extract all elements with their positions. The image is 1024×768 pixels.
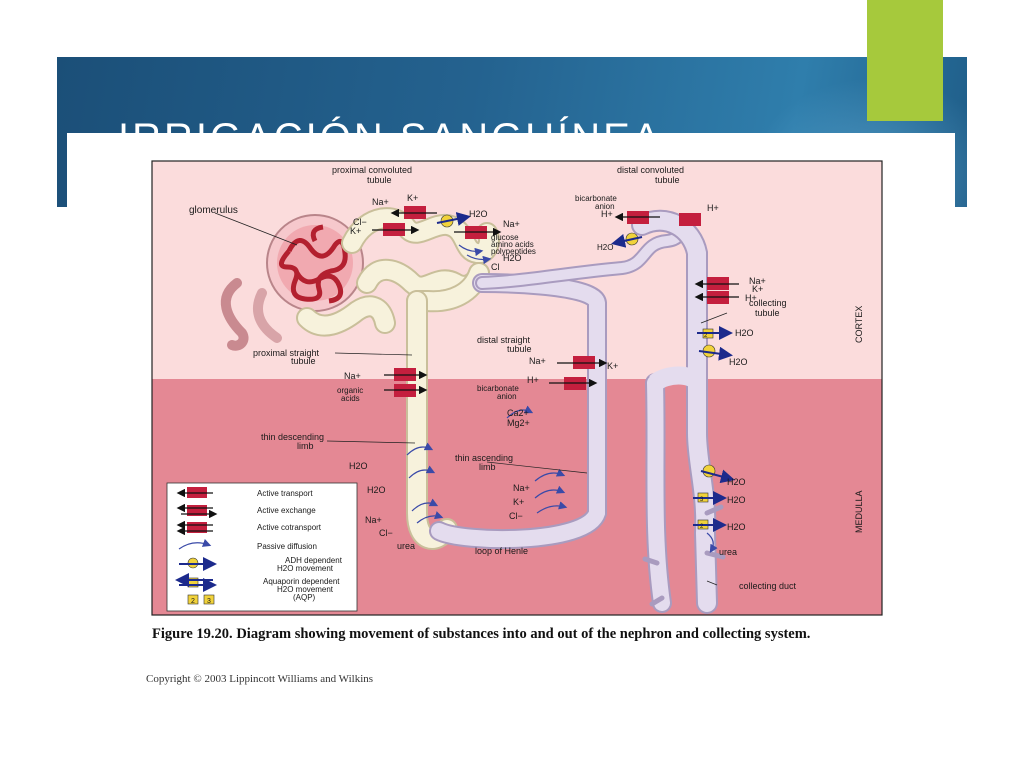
- ion-h2o-5: H2O: [729, 357, 748, 367]
- label-proximal-straight-2: tubule: [291, 356, 316, 366]
- ion-k-4: K+: [607, 361, 618, 371]
- leader-lines: [326, 312, 728, 586]
- legend-aquaporin: Aquaporin dependent: [263, 577, 340, 586]
- ion-h2o-7: H2O: [367, 485, 386, 495]
- ion-k-3: K+: [752, 284, 763, 294]
- ion-h-4: H+: [527, 375, 539, 385]
- label-distal-straight-1: distal straight: [477, 335, 531, 345]
- ion-h-2: H+: [707, 203, 719, 213]
- ion-cl-2: Cl: [491, 262, 500, 272]
- ion-ca: Ca2+: [507, 408, 529, 418]
- label-distal-convoluted-1: distal convoluted: [617, 165, 684, 175]
- ion-h2o-3: H2O: [597, 243, 613, 252]
- legend-aqp: (AQP): [293, 593, 316, 602]
- aqp-badge-3: 2: [700, 524, 704, 530]
- ion-cl-1: Cl−: [353, 217, 367, 227]
- legend-active-exchange: Active exchange: [257, 506, 316, 515]
- legend-box: [166, 482, 358, 612]
- label-amino-acids: amino acids: [491, 240, 534, 249]
- ion-k-2: K+: [350, 226, 361, 236]
- ion-na-7: Na+: [513, 483, 530, 493]
- label-organic-acids-1: organic: [337, 386, 363, 395]
- ion-na-2: Na+: [503, 219, 520, 229]
- label-polypeptides: polypeptides: [491, 247, 536, 256]
- label-glomerulus: glomerulus: [189, 205, 238, 216]
- label-cortex: CORTEX: [854, 306, 864, 343]
- label-proximal-straight-1: proximal straight: [253, 348, 320, 358]
- ion-mg: Mg2+: [507, 418, 530, 428]
- diagram-frame: [151, 160, 883, 616]
- label-bicarbonate-mid-1: bicarbonate: [477, 384, 519, 393]
- label-collecting-duct: collecting duct: [739, 581, 797, 591]
- ion-h-1: H+: [601, 209, 613, 219]
- label-distal-convoluted-2: tubule: [655, 175, 680, 185]
- aqp-badge-2: 3: [700, 497, 704, 503]
- label-glucose: glucose: [491, 233, 519, 242]
- ion-cl-3: Cl−: [379, 528, 393, 538]
- label-loop-of-henle: loop of Henle: [475, 546, 528, 556]
- ion-h-3: H+: [745, 293, 757, 303]
- label-proximal-convoluted-2: tubule: [367, 175, 392, 185]
- legend: 2 3 Active transport Active exchange Act…: [166, 482, 358, 612]
- aqp-badge-1: 2: [704, 333, 708, 339]
- label-distal-straight-2: tubule: [507, 344, 532, 354]
- figure-caption: Figure 19.20. Diagram showing movement o…: [152, 626, 912, 643]
- passive-diffusion-arrows: [406, 244, 718, 554]
- label-bicarbonate-top-1: bicarbonate: [575, 194, 617, 203]
- label-organic-acids-2: acids: [341, 394, 360, 403]
- label-collecting-tubule-1: collecting: [749, 298, 787, 308]
- legend-passive-diffusion: Passive diffusion: [257, 542, 317, 551]
- label-thin-descending-1: thin descending: [261, 432, 324, 442]
- nephron-diagram: proximal convoluted tubule distal convol…: [151, 160, 883, 616]
- label-medulla: MEDULLA: [854, 490, 864, 533]
- ion-h2o-1: H2O: [469, 209, 488, 219]
- ion-h2o-6: H2O: [349, 461, 368, 471]
- ion-na-1: Na+: [372, 197, 389, 207]
- legend-adh-h2o: H2O movement: [277, 564, 334, 573]
- label-bicarbonate-mid-2: anion: [497, 392, 517, 401]
- accent-bar: [867, 0, 943, 121]
- caption-figure-number: Figure 19.20.: [152, 626, 233, 642]
- figure-panel: proximal convoluted tubule distal convol…: [67, 133, 955, 693]
- ion-urea-1: urea: [397, 541, 415, 551]
- ion-na-3: Na+: [749, 276, 766, 286]
- label-thin-ascending-1: thin ascending: [455, 453, 513, 463]
- copyright-notice: Copyright © 2003 Lippincott Williams and…: [146, 673, 374, 685]
- transport-pumps: [372, 206, 739, 397]
- legend-adh-dependent: ADH dependent: [285, 556, 343, 565]
- ion-na-4: Na+: [529, 356, 546, 366]
- ion-na-5: Na+: [344, 371, 361, 381]
- ion-na-6: Na+: [365, 515, 382, 525]
- legend-active-transport: Active transport: [257, 489, 313, 498]
- label-bicarbonate-top-2: anion: [595, 202, 615, 211]
- label-thin-descending-2: limb: [297, 441, 314, 451]
- ion-h2o-9: H2O: [727, 495, 746, 505]
- label-proximal-convoluted-1: proximal convoluted: [332, 165, 412, 175]
- ion-h2o-10: H2O: [727, 522, 746, 532]
- legend-active-cotransport: Active cotransport: [257, 523, 322, 532]
- label-thin-ascending-2: limb: [479, 462, 496, 472]
- ion-h2o-2: H2O: [503, 253, 522, 263]
- legend-badge-2: 2: [191, 598, 195, 605]
- water-channels: [436, 212, 735, 532]
- legend-badge-3: 3: [207, 598, 211, 605]
- label-collecting-tubule-2: tubule: [755, 308, 780, 318]
- legend-aqp-h2o: H2O movement: [277, 585, 334, 594]
- ion-k-1: K+: [407, 193, 418, 203]
- caption-text: Diagram showing movement of substances i…: [236, 626, 811, 642]
- ion-cl-4: Cl−: [509, 511, 523, 521]
- glomerulus-icon: [214, 212, 364, 351]
- ion-urea-2: urea: [719, 547, 737, 557]
- ion-k-5: K+: [513, 497, 524, 507]
- ion-h2o-8: H2O: [727, 477, 746, 487]
- ion-h2o-4: H2O: [735, 328, 754, 338]
- collecting-duct-shape: [631, 209, 726, 614]
